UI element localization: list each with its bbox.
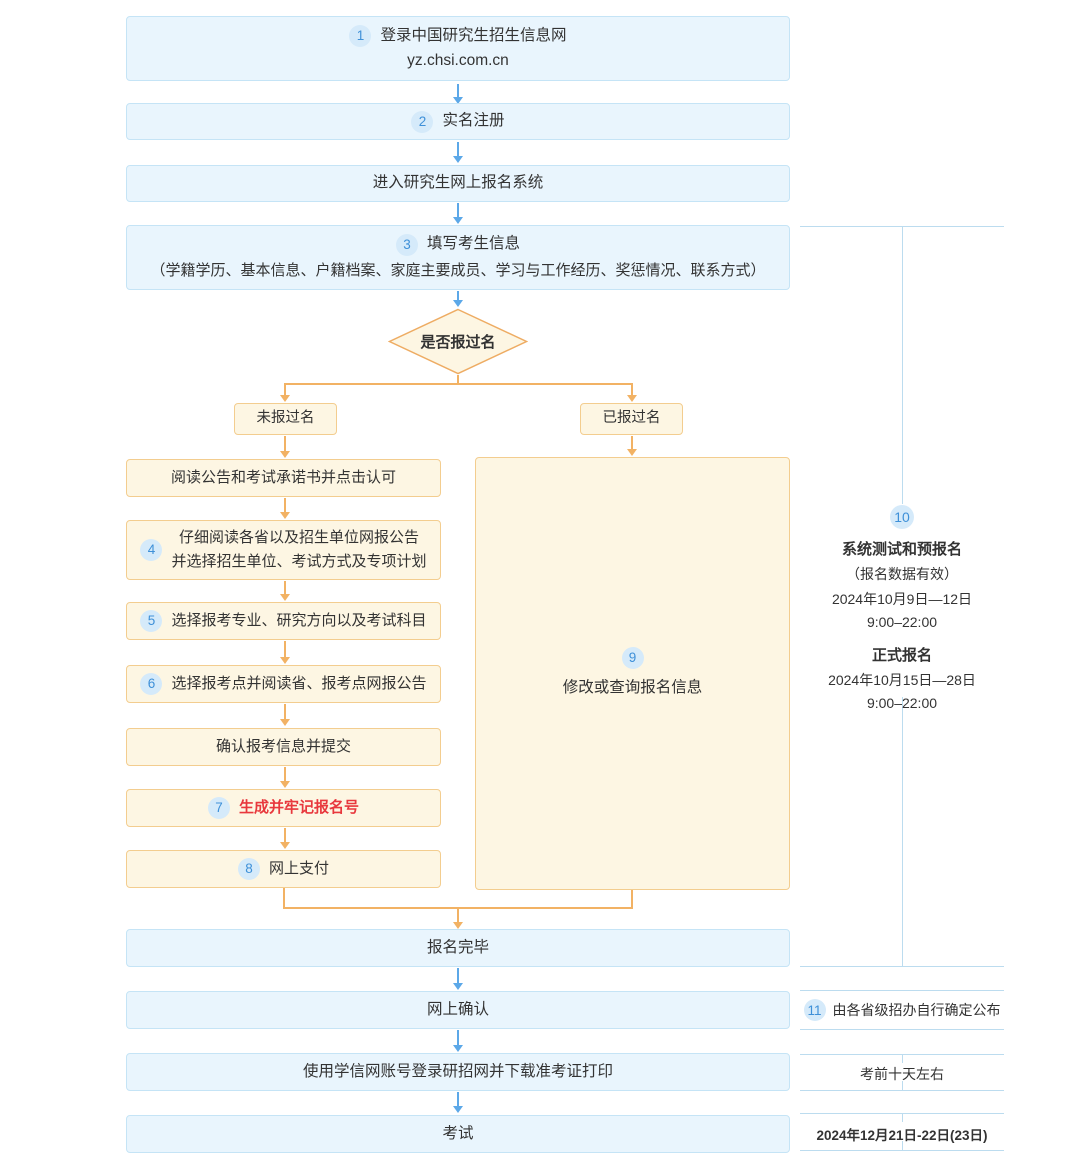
- bracket-line: [902, 1081, 903, 1090]
- flow-box-online-confirm: 网上确认: [126, 991, 790, 1029]
- flow-box-confirm-submit-label: 确认报考信息并提交: [215, 738, 351, 756]
- annotation-pre-reg-date: 2024年10月9日—12日: [831, 591, 973, 607]
- step-badge-3: 3: [395, 233, 418, 256]
- flow-box-read-province-line1: 仔细阅读各省以及招生单位网报公告: [178, 529, 419, 547]
- connector-line: [283, 888, 285, 909]
- connector-line: [283, 907, 633, 909]
- flow-box-choose-site: 6 选择报考点并阅读省、报考点网报公告: [126, 665, 441, 703]
- bracket-line: [800, 1090, 1004, 1091]
- flow-box-enter-system-label: 进入研究生网上报名系统: [372, 174, 544, 192]
- down-arrow-icon: [627, 384, 637, 402]
- step-badge-9: 9: [621, 647, 644, 670]
- annotation-formal-reg-title: 正式报名: [871, 647, 932, 664]
- bracket-line: [800, 966, 1004, 967]
- flow-box-modify-query: 9 修改或查询报名信息: [475, 457, 790, 890]
- flow-box-register-label: 实名注册: [442, 112, 505, 130]
- bracket-line: [800, 1029, 1004, 1030]
- flow-box-login-url: yz.chsi.com.cn: [407, 52, 509, 69]
- flow-box-read-province-notice: 4 仔细阅读各省以及招生单位网报公告 并选择招生单位、考试方式及专项计划: [126, 520, 441, 580]
- branch-box-not-registered: 未报过名: [234, 403, 337, 435]
- down-arrow-icon: [453, 909, 463, 929]
- annotation-formal-reg-date: 2024年10月15日—28日: [828, 672, 976, 688]
- step-badge-6: 6: [140, 673, 163, 695]
- step-badge-8: 8: [237, 858, 260, 880]
- annotation-pre-reg-title: 系统测试和预报名: [841, 541, 962, 558]
- branch-registered-label: 已报过名: [602, 410, 661, 427]
- flow-box-fill-info-subtitle: （学籍学历、基本信息、户籍档案、家庭主要成员、学习与工作经历、奖惩情况、联系方式…: [150, 261, 766, 279]
- annotation-pre-reg-time: 9:00–22:00: [866, 614, 938, 630]
- flow-box-finish: 报名完毕: [126, 929, 790, 967]
- flow-box-fill-info-title: 填写考生信息: [426, 235, 520, 253]
- annotation-system-test: 10 系统测试和预报名 （报名数据有效） 2024年10月9日—12日 9:00…: [800, 505, 1004, 711]
- down-arrow-icon: [453, 203, 463, 224]
- annotation-provincial-label: 由各省级招办自行确定公布: [832, 1002, 1001, 1018]
- step-badge-10: 10: [890, 505, 914, 529]
- flow-box-login-row: 1 登录中国研究生招生信息网: [349, 24, 567, 47]
- bracket-line: [800, 1150, 1004, 1151]
- down-arrow-icon: [280, 498, 290, 519]
- annotation-pre-reg-note: （报名数据有效）: [846, 566, 958, 582]
- down-arrow-icon: [280, 436, 290, 458]
- bracket-line: [902, 1054, 903, 1063]
- step-badge-7: 7: [207, 797, 230, 819]
- flow-box-read-notice-label: 阅读公告和考试承诺书并点击认可: [170, 469, 396, 487]
- flow-box-login-title: 登录中国研究生招生信息网: [380, 26, 567, 44]
- step-badge-1: 1: [349, 24, 372, 47]
- annotation-exam-date: 2024年12月21日-22日(23日): [816, 1128, 988, 1143]
- flow-box-pay-online: 8 网上支付: [126, 850, 441, 888]
- flow-box-choose-major-label: 选择报考专业、研究方向以及考试科目: [171, 612, 427, 630]
- down-arrow-icon: [280, 641, 290, 664]
- step-badge-11: 11: [803, 999, 826, 1021]
- bracket-line: [902, 1113, 903, 1122]
- decision-label: 是否报过名: [420, 334, 496, 351]
- down-arrow-icon: [280, 767, 290, 788]
- down-arrow-icon: [453, 291, 463, 307]
- flow-box-confirm-submit: 确认报考信息并提交: [126, 728, 441, 766]
- flow-box-online-confirm-label: 网上确认: [426, 1000, 489, 1018]
- flow-box-read-province-line2: 并选择招生单位、考试方式及专项计划: [171, 553, 427, 570]
- step-badge-2: 2: [411, 110, 434, 133]
- down-arrow-icon: [453, 84, 463, 104]
- flow-box-reg-number-label: 生成并牢记报名号: [238, 799, 359, 817]
- flow-box-exam: 考试: [126, 1115, 790, 1153]
- flow-box-login: 1 登录中国研究生招生信息网 yz.chsi.com.cn: [126, 16, 790, 81]
- flow-box-enter-system: 进入研究生网上报名系统: [126, 165, 790, 202]
- annotation-before-exam: 考前十天左右: [860, 1066, 944, 1082]
- bracket-line: [902, 226, 903, 504]
- down-arrow-icon: [280, 704, 290, 726]
- flow-box-modify-query-label: 修改或查询报名信息: [562, 679, 703, 697]
- step-badge-4: 4: [140, 539, 163, 561]
- bracket-line: [800, 990, 1004, 991]
- flow-box-finish-label: 报名完毕: [426, 938, 489, 956]
- connector-line: [631, 890, 633, 909]
- flow-box-choose-site-label: 选择报考点并阅读省、报考点网报公告: [171, 675, 427, 693]
- bracket-line: [902, 697, 903, 966]
- flow-box-exam-label: 考试: [442, 1124, 474, 1142]
- branch-not-registered-label: 未报过名: [256, 410, 315, 427]
- flow-box-print-ticket: 使用学信网账号登录研招网并下载准考证打印: [126, 1053, 790, 1091]
- flow-box-print-ticket-label: 使用学信网账号登录研招网并下载准考证打印: [302, 1062, 613, 1080]
- bracket-line: [902, 1141, 903, 1150]
- step-badge-5: 5: [140, 610, 163, 632]
- down-arrow-icon: [280, 384, 290, 402]
- flow-box-pay-online-label: 网上支付: [268, 860, 329, 878]
- down-arrow-icon: [280, 581, 290, 601]
- annotation-formal-reg-time: 9:00–22:00: [866, 695, 938, 711]
- down-arrow-icon: [453, 1092, 463, 1113]
- down-arrow-icon: [280, 828, 290, 849]
- connector-line: [284, 383, 633, 385]
- down-arrow-icon: [453, 1030, 463, 1052]
- down-arrow-icon: [453, 142, 463, 163]
- down-arrow-icon: [627, 436, 637, 456]
- branch-box-registered: 已报过名: [580, 403, 683, 435]
- connector-line: [457, 375, 459, 384]
- flow-box-fill-info: 3 填写考生信息 （学籍学历、基本信息、户籍档案、家庭主要成员、学习与工作经历、…: [126, 225, 790, 290]
- flow-box-register: 2 实名注册: [126, 103, 790, 140]
- flow-box-choose-major: 5 选择报考专业、研究方向以及考试科目: [126, 602, 441, 640]
- flow-box-reg-number: 7 生成并牢记报名号: [126, 789, 441, 827]
- annotation-provincial: 11 由各省级招办自行确定公布: [800, 997, 1004, 1023]
- down-arrow-icon: [453, 968, 463, 990]
- flow-box-read-notice: 阅读公告和考试承诺书并点击认可: [126, 459, 441, 497]
- decision-diamond-shape: [388, 308, 528, 375]
